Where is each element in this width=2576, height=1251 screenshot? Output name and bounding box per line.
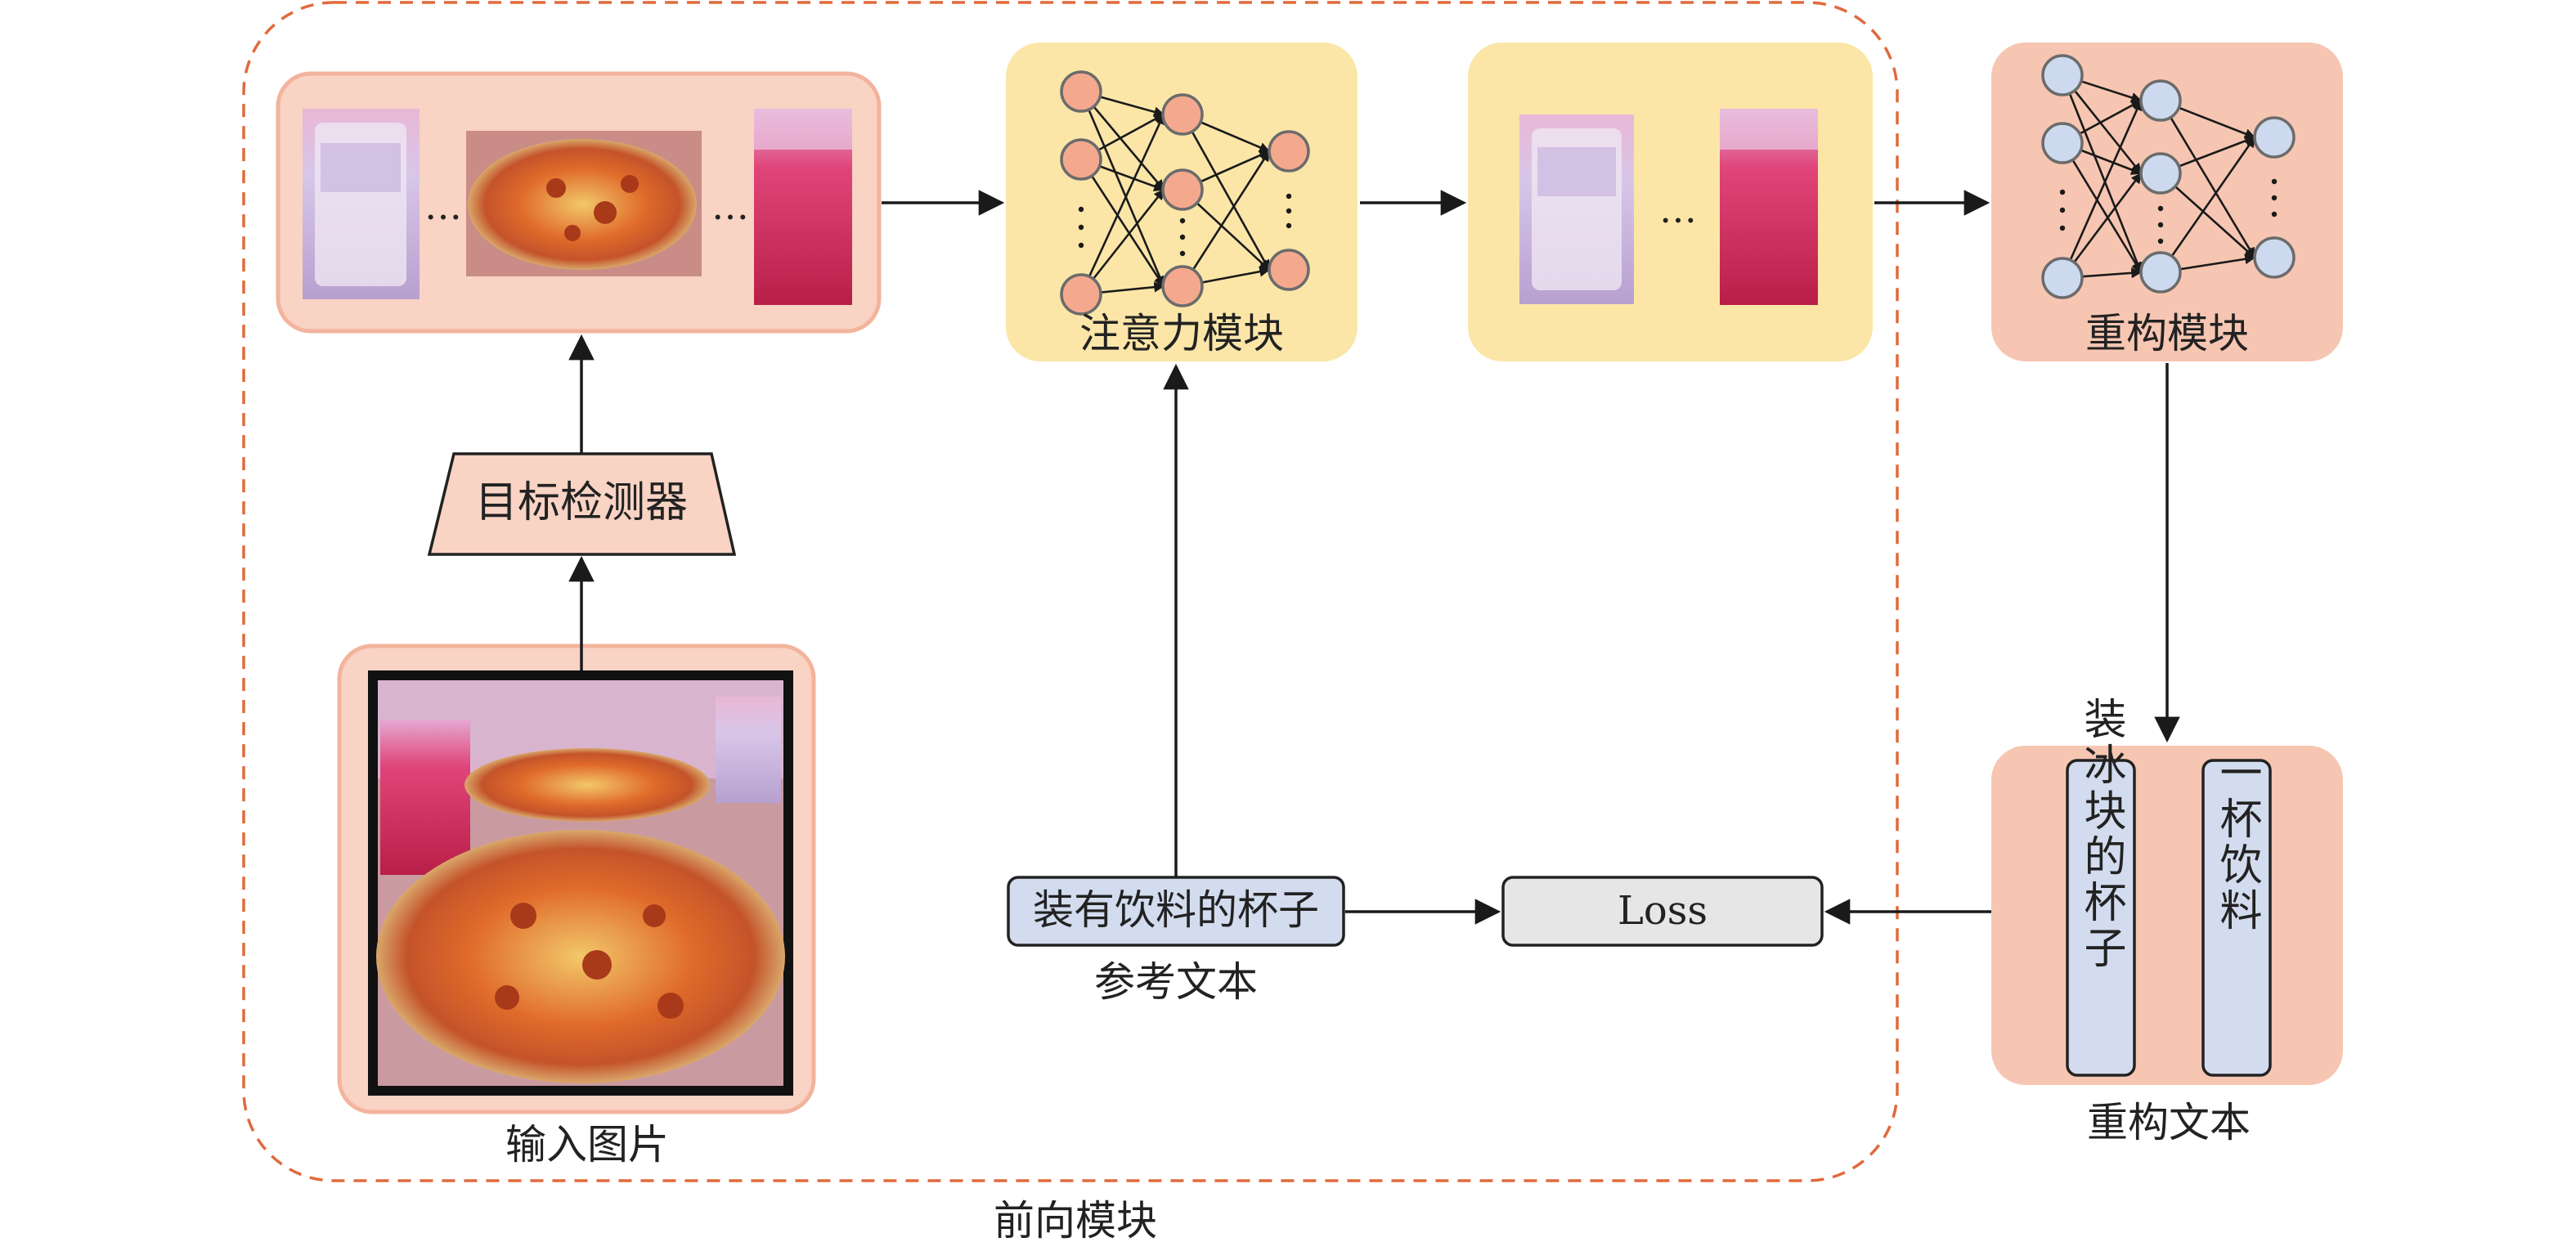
forward-module-caption: 前向模块 — [994, 1197, 1157, 1244]
recon-text-2: 一杯饮料 — [2212, 751, 2261, 934]
recon-text-pill-1 — [2066, 759, 2136, 1077]
reconstruct-node — [2253, 116, 2296, 159]
attention-node — [1060, 273, 1102, 316]
reconstruct-node — [2041, 122, 2084, 164]
reconstruct-label: 重构模块 — [2085, 310, 2249, 357]
reconstruct-module: 重构模块 — [1991, 43, 2343, 361]
forward-module-region — [242, 1, 1899, 1182]
object-detector: 目标检测器 — [427, 452, 737, 556]
crop-ice-cup-image — [303, 109, 420, 299]
attention-node — [1060, 138, 1102, 181]
attended-objects-box: … — [1468, 43, 1873, 361]
reconstruct-node — [2139, 79, 2182, 122]
reconstruct-node — [2139, 251, 2182, 294]
attended-red-drink-image — [1720, 109, 1818, 305]
crop-red-drink-image — [754, 109, 852, 305]
input-image-box — [337, 643, 816, 1114]
attention-node — [1060, 70, 1102, 113]
detector-label: 目标检测器 — [475, 478, 688, 527]
ellipsis-2: … — [711, 184, 749, 228]
reference-text: 装有饮料的杯子 — [1033, 886, 1319, 934]
recon-text-1: 装冰块的杯子 — [2076, 697, 2125, 971]
detected-objects-box: … … — [276, 71, 882, 334]
reference-text-box: 装有饮料的杯子 — [1007, 876, 1345, 947]
attention-node — [1268, 249, 1310, 291]
crop-pizza-image — [466, 131, 702, 276]
attended-ice-cup-image — [1519, 114, 1634, 304]
attention-node — [1161, 265, 1204, 307]
reconstructed-text-caption: 重构文本 — [2087, 1099, 2251, 1146]
reconstructed-text-box: 装冰块的杯子 一杯饮料 — [1991, 697, 2343, 1085]
input-image-caption: 输入图片 — [505, 1121, 669, 1168]
attention-node — [1161, 168, 1204, 211]
reconstruct-node — [2041, 257, 2084, 299]
loss-box: Loss — [1501, 876, 1824, 947]
ellipsis-3: … — [1659, 187, 1697, 231]
reconstruct-node — [2139, 152, 2182, 195]
ellipsis-1: … — [424, 184, 462, 228]
attention-node — [1161, 93, 1204, 136]
recon-text-pill-2 — [2201, 759, 2272, 1077]
reference-caption: 参考文本 — [1094, 958, 1258, 1006]
reconstruct-node — [2041, 54, 2084, 96]
input-photo — [376, 680, 785, 1086]
attention-label: 注意力模块 — [1079, 310, 1284, 357]
loss-label: Loss — [1618, 888, 1708, 934]
reconstruct-node — [2253, 236, 2296, 279]
attention-module: 注意力模块 — [1006, 43, 1358, 361]
attention-node — [1268, 130, 1310, 173]
